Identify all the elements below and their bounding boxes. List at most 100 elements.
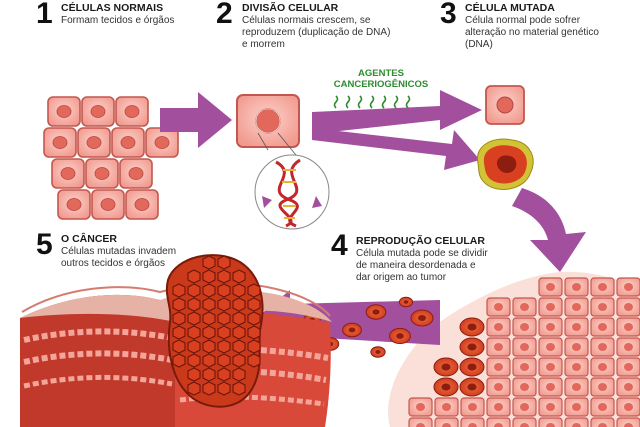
tumor-polygon-cell xyxy=(247,339,261,354)
mutated-cell xyxy=(477,138,534,190)
tumor-polygon-cell xyxy=(232,311,246,326)
tissue-cell xyxy=(564,317,589,337)
tissue-cell xyxy=(538,377,563,397)
tumor-cell xyxy=(433,377,459,397)
tissue-cell xyxy=(616,297,640,317)
step-description-line: Células mutadas invadem xyxy=(61,246,177,257)
tissue-cell xyxy=(408,417,433,427)
step-description-line: Célula normal pode sofrer xyxy=(465,15,581,26)
tissue-cell xyxy=(486,317,511,337)
step-title: O CÂNCER xyxy=(61,233,118,245)
step-number: 2 xyxy=(216,0,233,30)
tumor-cell xyxy=(459,377,485,397)
step-description-line: Células normais crescem, se xyxy=(242,15,371,26)
tissue-cell xyxy=(460,397,485,417)
normal-cell xyxy=(91,189,125,220)
tumor-polygon-cell xyxy=(217,255,231,270)
tumor-polygon-cell xyxy=(247,297,261,312)
arrow-1-to-2 xyxy=(160,92,232,148)
migrating-cell xyxy=(389,327,411,345)
dividing-cell xyxy=(236,94,301,161)
tissue-cell xyxy=(564,297,589,317)
tumor-polygon-cell xyxy=(202,339,216,354)
tumor-polygon-cell xyxy=(172,283,186,298)
tumor-polygon-cell xyxy=(187,367,201,382)
arrow-2-to-3 xyxy=(312,90,482,170)
step-description-line: (DNA) xyxy=(465,39,493,50)
tissue-cell xyxy=(538,337,563,357)
step-title: CÉLULA MUTADA xyxy=(465,2,555,14)
tumor-polygon-cell xyxy=(232,381,246,396)
step-description-line: Célula mutada pode se dividir xyxy=(356,248,488,259)
tissue-cell xyxy=(512,357,537,377)
tissue-cell xyxy=(590,377,615,397)
tissue-cell xyxy=(486,357,511,377)
tissue-cell xyxy=(616,377,640,397)
tissue-cell xyxy=(538,317,563,337)
tissue-cell xyxy=(486,297,511,317)
normal-cell xyxy=(57,189,91,220)
tumor-polygon-cell xyxy=(217,325,231,340)
arrow-3-to-4 xyxy=(512,188,586,272)
tumor-polygon-cell xyxy=(232,339,246,354)
normal-cell xyxy=(77,127,111,158)
tumor-polygon-cell xyxy=(247,353,261,368)
tissue-cell xyxy=(616,397,640,417)
tissue-cell xyxy=(512,377,537,397)
step-description-line: dar origem ao tumor xyxy=(356,272,447,283)
tumor-polygon-cell xyxy=(187,283,201,298)
step-description-line: alteração no material genético xyxy=(465,27,599,38)
tissue-cell xyxy=(538,297,563,317)
tissue-cell xyxy=(564,277,589,297)
normal-cell xyxy=(119,158,153,189)
tumor-polygon-cell xyxy=(172,339,186,354)
tumor-polygon-cell xyxy=(202,367,216,382)
tumor-cell xyxy=(459,337,485,357)
tissue-cell xyxy=(590,277,615,297)
tissue-cell xyxy=(486,377,511,397)
tissue-cell xyxy=(486,397,511,417)
tumor-polygon-cell xyxy=(247,325,261,340)
tissue-cell xyxy=(512,417,537,427)
tissue-cell xyxy=(538,357,563,377)
step-description-line: de maneira desordenada e xyxy=(356,260,476,271)
tissue-cell xyxy=(616,277,640,297)
step-description-line: Formam tecidos e órgãos xyxy=(61,15,175,26)
normal-cell xyxy=(51,158,85,189)
tissue-cell xyxy=(590,297,615,317)
tissue-cell xyxy=(616,417,640,427)
tissue-cell xyxy=(486,337,511,357)
tumor-polygon-cell xyxy=(232,297,246,312)
tumor-polygon-cell xyxy=(217,381,231,396)
tumor-cell xyxy=(433,357,459,377)
migrating-cell xyxy=(365,304,387,320)
tumor-polygon-cell xyxy=(187,339,201,354)
tumor-polygon-cell xyxy=(217,283,231,298)
tumor-polygon-cell xyxy=(187,269,201,284)
tumor-polygon-cell xyxy=(187,297,201,312)
tumor-polygon-cell xyxy=(187,353,201,368)
agents-label-line: CANCERIOGÊNICOS xyxy=(333,79,429,90)
step-title: CÉLULAS NORMAIS xyxy=(61,2,164,14)
migrating-cell xyxy=(410,309,434,327)
tissue-cell xyxy=(590,317,615,337)
tissue-cell xyxy=(564,337,589,357)
tumor-polygon-cell xyxy=(217,269,231,284)
tumor-tissue xyxy=(388,271,640,427)
normal-cell-small xyxy=(485,85,525,125)
carcinogen-agents-label: AGENTES CANCERIOGÊNICOS xyxy=(326,68,436,90)
tissue-cell xyxy=(590,397,615,417)
tumor-polygon-cell xyxy=(232,353,246,368)
tissue-cell xyxy=(538,397,563,417)
step-description-line: e morrem xyxy=(242,39,285,50)
normal-cell xyxy=(43,127,77,158)
normal-cell xyxy=(145,127,179,158)
carcinogen-agents-icon xyxy=(333,95,411,109)
tumor-polygon-cell xyxy=(187,325,201,340)
normal-cell xyxy=(125,189,159,220)
tissue-cell xyxy=(564,357,589,377)
tissue-cell xyxy=(564,397,589,417)
tumor-polygon-cell xyxy=(247,283,261,298)
tumor-polygon-cell xyxy=(232,269,246,284)
